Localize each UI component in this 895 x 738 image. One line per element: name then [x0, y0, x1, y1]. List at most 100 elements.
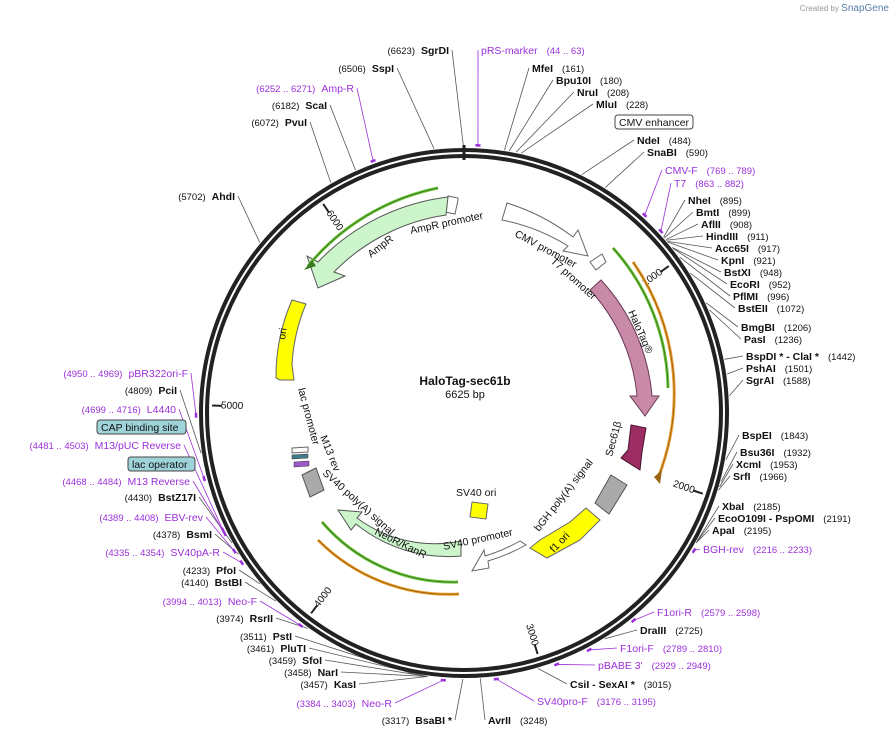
- label-pos: (4468 .. 4484): [62, 477, 121, 488]
- site-sfoi: SfoI(3459): [269, 655, 322, 667]
- label-name: PvuI: [285, 117, 307, 129]
- leader-neo-f: [259, 600, 301, 626]
- primer-ebv-rev: EBV-rev(4389 .. 4408): [99, 512, 203, 524]
- label-pos: (6182): [272, 101, 299, 112]
- label-pos: (1932): [783, 448, 810, 459]
- sv40ori-box: [469, 501, 489, 520]
- leader-pcii: [179, 389, 202, 454]
- t7-promoter-arrow: [589, 253, 607, 271]
- label-pos: (1206): [784, 323, 811, 334]
- label-name: SV40pro-F: [537, 696, 588, 708]
- leader-bspei: [725, 434, 740, 461]
- label-pos: (3458): [284, 668, 311, 679]
- plasmid-length: 6625 bp: [445, 389, 485, 401]
- site-kasi: KasI(3457): [300, 679, 356, 691]
- site-bsabi: BsaBI * (3317): [382, 715, 453, 727]
- tick-label-5000: 5000: [221, 400, 244, 412]
- halotag-green-edge: [612, 247, 669, 389]
- label-pos: (3317): [382, 716, 409, 727]
- leader-cmv-f: [644, 169, 663, 216]
- leader-nhei: [663, 199, 686, 238]
- site-mlui: MluI(228): [596, 99, 648, 111]
- label-name: Bsu36I: [740, 447, 775, 459]
- site-apai: ApaI(2195): [712, 525, 771, 537]
- site-pfimi: PflMI(996): [733, 291, 789, 303]
- leader-srfi: [718, 475, 731, 491]
- label-name: NdeI: [637, 135, 660, 147]
- site-srfi: SrfI(1966): [733, 471, 787, 483]
- bgh-arrow: [594, 474, 628, 515]
- label-pos: (228): [626, 100, 648, 111]
- primer-sv40pa-r: SV40pA-R(4335 .. 4354): [105, 547, 220, 559]
- site-acc65i: Acc65I(917): [715, 243, 780, 255]
- label-name: M13 Reverse: [128, 476, 191, 488]
- label-name: ScaI: [305, 100, 327, 112]
- tick-label-4000: 4000: [312, 585, 335, 610]
- label-name: Neo-R: [362, 698, 393, 710]
- label-pos: (4378): [153, 530, 180, 541]
- label-name: Acc65I: [715, 243, 749, 255]
- label-pos: (911): [747, 232, 768, 243]
- leader-ecoo109i: [696, 517, 716, 543]
- label-pos: (2191): [823, 514, 850, 525]
- primer-mark-l4440: [202, 475, 206, 482]
- label-name: SrfI: [733, 471, 751, 483]
- label-pos: (6072): [251, 118, 278, 129]
- leader-bstbi: [244, 581, 277, 602]
- sv40polya-arrow: [301, 467, 325, 498]
- leader-lines: [178, 49, 744, 721]
- credit-prefix: Created by: [799, 4, 839, 13]
- label-name: PshAI: [746, 363, 776, 375]
- site-pasi: PasI(1236): [744, 334, 802, 346]
- primer-mark-bgh-rev: [691, 547, 697, 554]
- primer-marks: [194, 143, 697, 682]
- sec61-arrow: [620, 424, 647, 471]
- label-pos: (3384 .. 3403): [297, 699, 356, 710]
- label-name: NarI: [318, 667, 339, 679]
- label-pos: (4140): [181, 578, 208, 589]
- leader-pbabe3: [556, 664, 596, 666]
- label-name: MfeI: [532, 63, 553, 75]
- label-name: BsaBI *: [415, 715, 453, 727]
- label-name: pBR322ori-F: [128, 368, 188, 380]
- leader-pfoi: [238, 569, 261, 585]
- lac-operator-label: lac operator: [127, 456, 196, 472]
- primer-sv40pro-f: SV40pro-F(3176 .. 3195): [537, 696, 656, 708]
- label-pos: (4481 .. 4503): [29, 441, 88, 452]
- leader-bsu36i: [720, 451, 738, 482]
- site-avrii: AvrII(3248): [488, 715, 547, 727]
- site-sgrai: SgrAI(1588): [746, 375, 810, 387]
- label-name: Bpu10I: [556, 75, 591, 87]
- leader-ebv-rev: [205, 516, 235, 552]
- leader-bmti: [664, 211, 694, 239]
- site-bsteii: BstEII(1072): [738, 303, 804, 315]
- label-pos: (921): [753, 256, 775, 267]
- leader-sspi: [396, 67, 435, 149]
- label-pos: (2185): [753, 502, 780, 513]
- label-pos: (4809): [125, 386, 152, 397]
- leader-neo-r: [394, 679, 444, 704]
- label-name: BmgBI: [741, 322, 775, 334]
- tick-3000: [533, 644, 539, 655]
- leader-pfimi: [679, 256, 731, 297]
- primer-f1ori-f: F1ori-F(2789 .. 2810): [620, 643, 722, 655]
- leader-amp-r: [356, 87, 374, 161]
- leader-kasi: [358, 676, 428, 685]
- label-name: F1ori-R: [657, 607, 692, 619]
- label-name: AflII: [701, 219, 721, 231]
- site-afliii: AflII(908): [701, 219, 752, 231]
- leader-ahdi: [237, 195, 261, 243]
- label-name: EcoRI: [730, 279, 760, 291]
- leader-apai: [695, 529, 710, 544]
- label-name: HindIII: [706, 231, 738, 243]
- label-name: CsiI - SexAI *: [570, 679, 636, 691]
- primer-t7: T7(863 .. 882): [674, 178, 744, 190]
- primer-pbr322ori-f: pBR322ori-F(4950 .. 4969): [63, 368, 188, 380]
- label-pos: (1588): [783, 376, 810, 387]
- site-bsu36i: Bsu36I (1932): [740, 447, 811, 459]
- label-name: RsrII: [250, 613, 273, 625]
- ori-arrow: [275, 299, 307, 381]
- site-ahdi: AhdI(5702): [178, 191, 235, 203]
